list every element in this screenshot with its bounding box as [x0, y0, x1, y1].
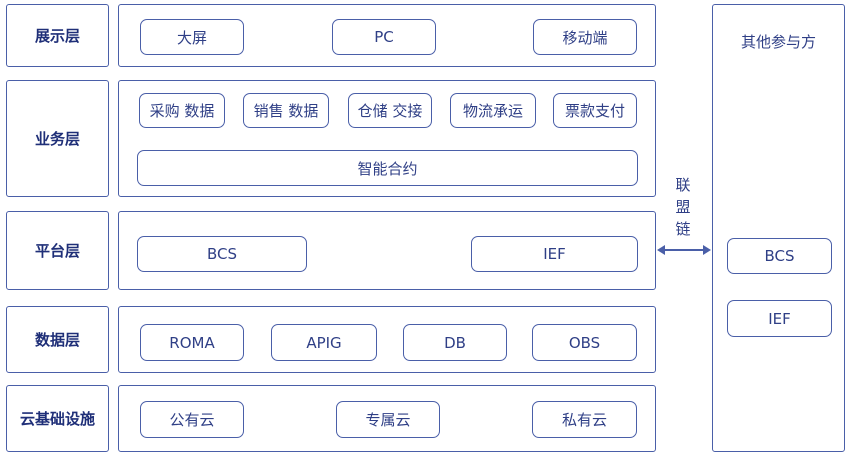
infra-item-public-cloud: 公有云	[140, 401, 244, 438]
layer-label-platform: 平台层	[6, 211, 109, 290]
other-party-item-bcs: BCS	[727, 238, 832, 274]
business-item-smart-contract: 智能合约	[137, 150, 638, 186]
link-char: 盟	[675, 198, 691, 216]
bidirectional-arrow-icon	[657, 245, 711, 255]
other-party-title: 其他参与方	[740, 33, 816, 51]
other-party-panel: 其他参与方 BCS IEF	[712, 4, 845, 452]
infra-item-dedicated-cloud: 专属云	[336, 401, 440, 438]
layer-panel-data: ROMA APIG DB OBS	[118, 306, 656, 373]
presentation-item-pc: PC	[332, 19, 436, 55]
layer-label-presentation: 展示层	[6, 4, 109, 67]
business-item-sales: 销售 数据	[243, 93, 329, 128]
presentation-item-mobile: 移动端	[533, 19, 637, 55]
data-item-apig: APIG	[271, 324, 377, 361]
business-item-payment: 票款支付	[553, 93, 637, 128]
consortium-chain-label: 联 盟 链	[668, 174, 698, 240]
layer-panel-presentation: 大屏 PC 移动端	[118, 4, 656, 67]
business-item-logistics: 物流承运	[450, 93, 536, 128]
data-item-db: DB	[403, 324, 507, 361]
layer-label-data: 数据层	[6, 306, 109, 373]
layer-panel-business: 采购 数据 销售 数据 仓储 交接 物流承运 票款支付 智能合约	[118, 80, 656, 197]
link-char: 链	[675, 220, 691, 238]
layer-panel-platform: BCS IEF	[118, 211, 656, 290]
platform-item-bcs: BCS	[137, 236, 307, 272]
layer-label-infra: 云基础设施	[6, 385, 109, 452]
presentation-item-bigscreen: 大屏	[140, 19, 244, 55]
layer-label-business: 业务层	[6, 80, 109, 197]
platform-item-ief: IEF	[471, 236, 638, 272]
business-item-procurement: 采购 数据	[139, 93, 225, 128]
link-char: 联	[675, 176, 691, 194]
business-item-warehouse: 仓储 交接	[348, 93, 432, 128]
infra-item-private-cloud: 私有云	[532, 401, 637, 438]
data-item-roma: ROMA	[140, 324, 244, 361]
layer-panel-infra: 公有云 专属云 私有云	[118, 385, 656, 452]
other-party-item-ief: IEF	[727, 300, 832, 337]
data-item-obs: OBS	[532, 324, 637, 361]
